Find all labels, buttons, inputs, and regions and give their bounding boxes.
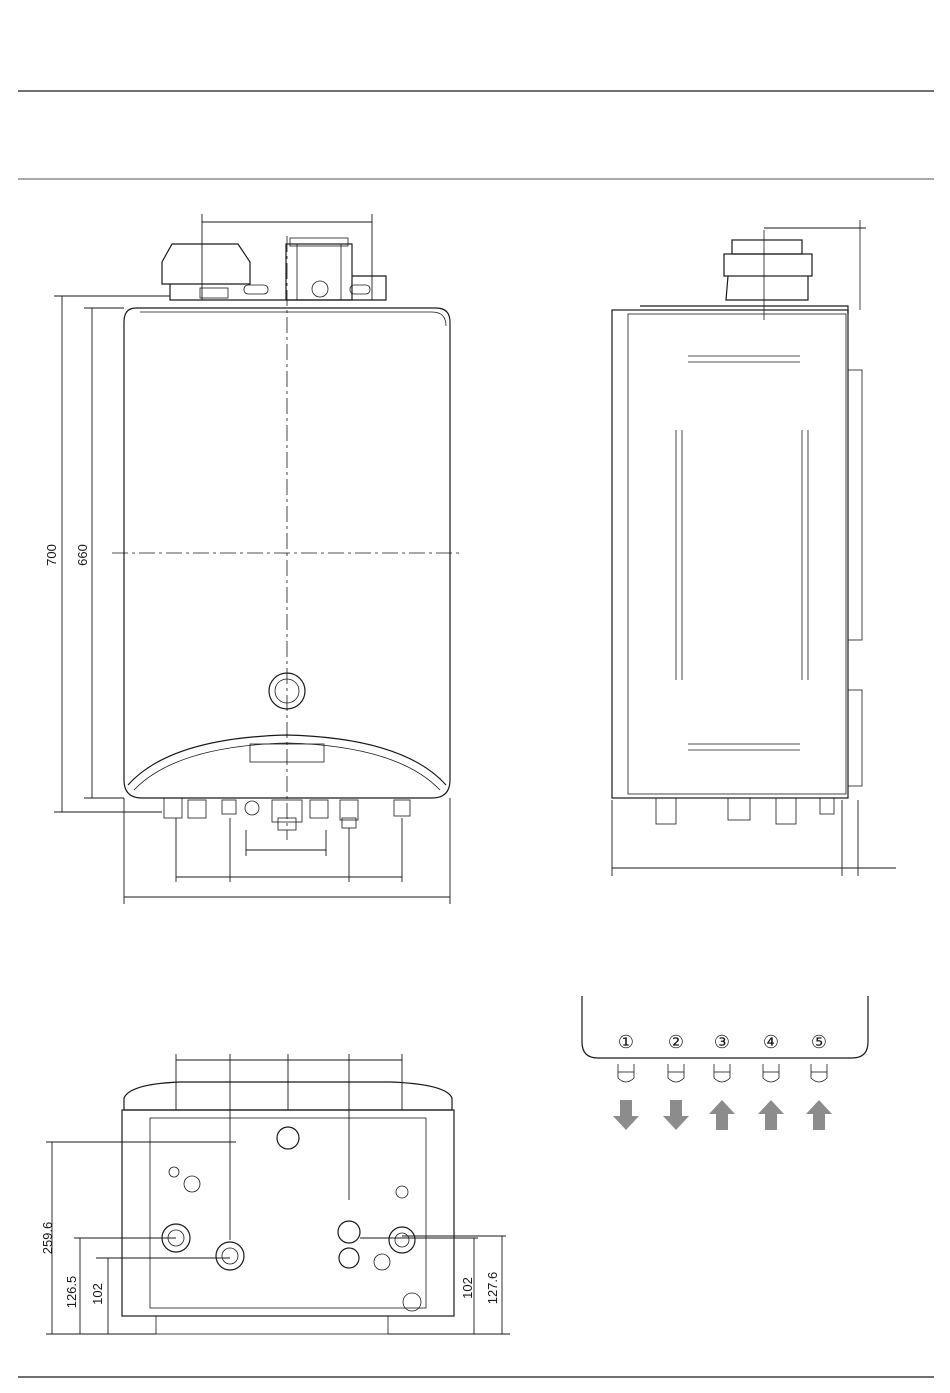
dim-left-c: 102 [90,1283,105,1305]
dim-total-height: 700 [44,544,59,566]
dim-right-a: 102 [460,1277,475,1299]
dim-left-a: 259.6 [40,1222,55,1255]
connection-number: ③ [714,1032,730,1052]
connection-stub [714,1064,730,1082]
connection-stub [811,1064,827,1082]
connection-stub [618,1064,634,1082]
connection-item-1: ① [613,1032,639,1130]
side-flue-adapter [732,240,802,254]
arrow-up-icon [709,1100,735,1130]
conn-5 [389,1227,415,1253]
arrow-up-icon [758,1100,784,1130]
connection-number: ⑤ [811,1032,827,1052]
arrow-up-icon [806,1100,832,1130]
bottom-casing [122,1110,454,1316]
connection-number: ④ [763,1032,779,1052]
bottom-view: 259.6 126.5 102 102 127.6 [40,1054,510,1334]
connection-stub [668,1064,684,1082]
connection-item-5: ⑤ [806,1032,832,1130]
connection-stub [763,1064,779,1082]
arrow-down-icon [613,1100,639,1130]
conn-2 [216,1242,244,1270]
dim-right-b: 127.6 [485,1272,500,1305]
arrow-down-icon [663,1100,689,1130]
connection-legend: ① ② ③ ④ ⑤ [582,996,868,1130]
connection-item-4: ④ [758,1032,784,1130]
dim-casing-height: 660 [75,544,90,566]
conn-3 [338,1221,360,1243]
flue-adapter [286,244,352,300]
connection-item-2: ② [663,1032,689,1130]
front-view: 700 660 [44,214,462,904]
flue-cap [162,244,250,284]
connection-item-3: ③ [709,1032,735,1130]
side-view [612,220,896,876]
dim-left-b: 126.5 [64,1276,79,1309]
side-casing [612,310,848,798]
connection-number: ① [618,1032,634,1052]
conn-4 [339,1248,359,1268]
connection-number: ② [668,1032,684,1052]
